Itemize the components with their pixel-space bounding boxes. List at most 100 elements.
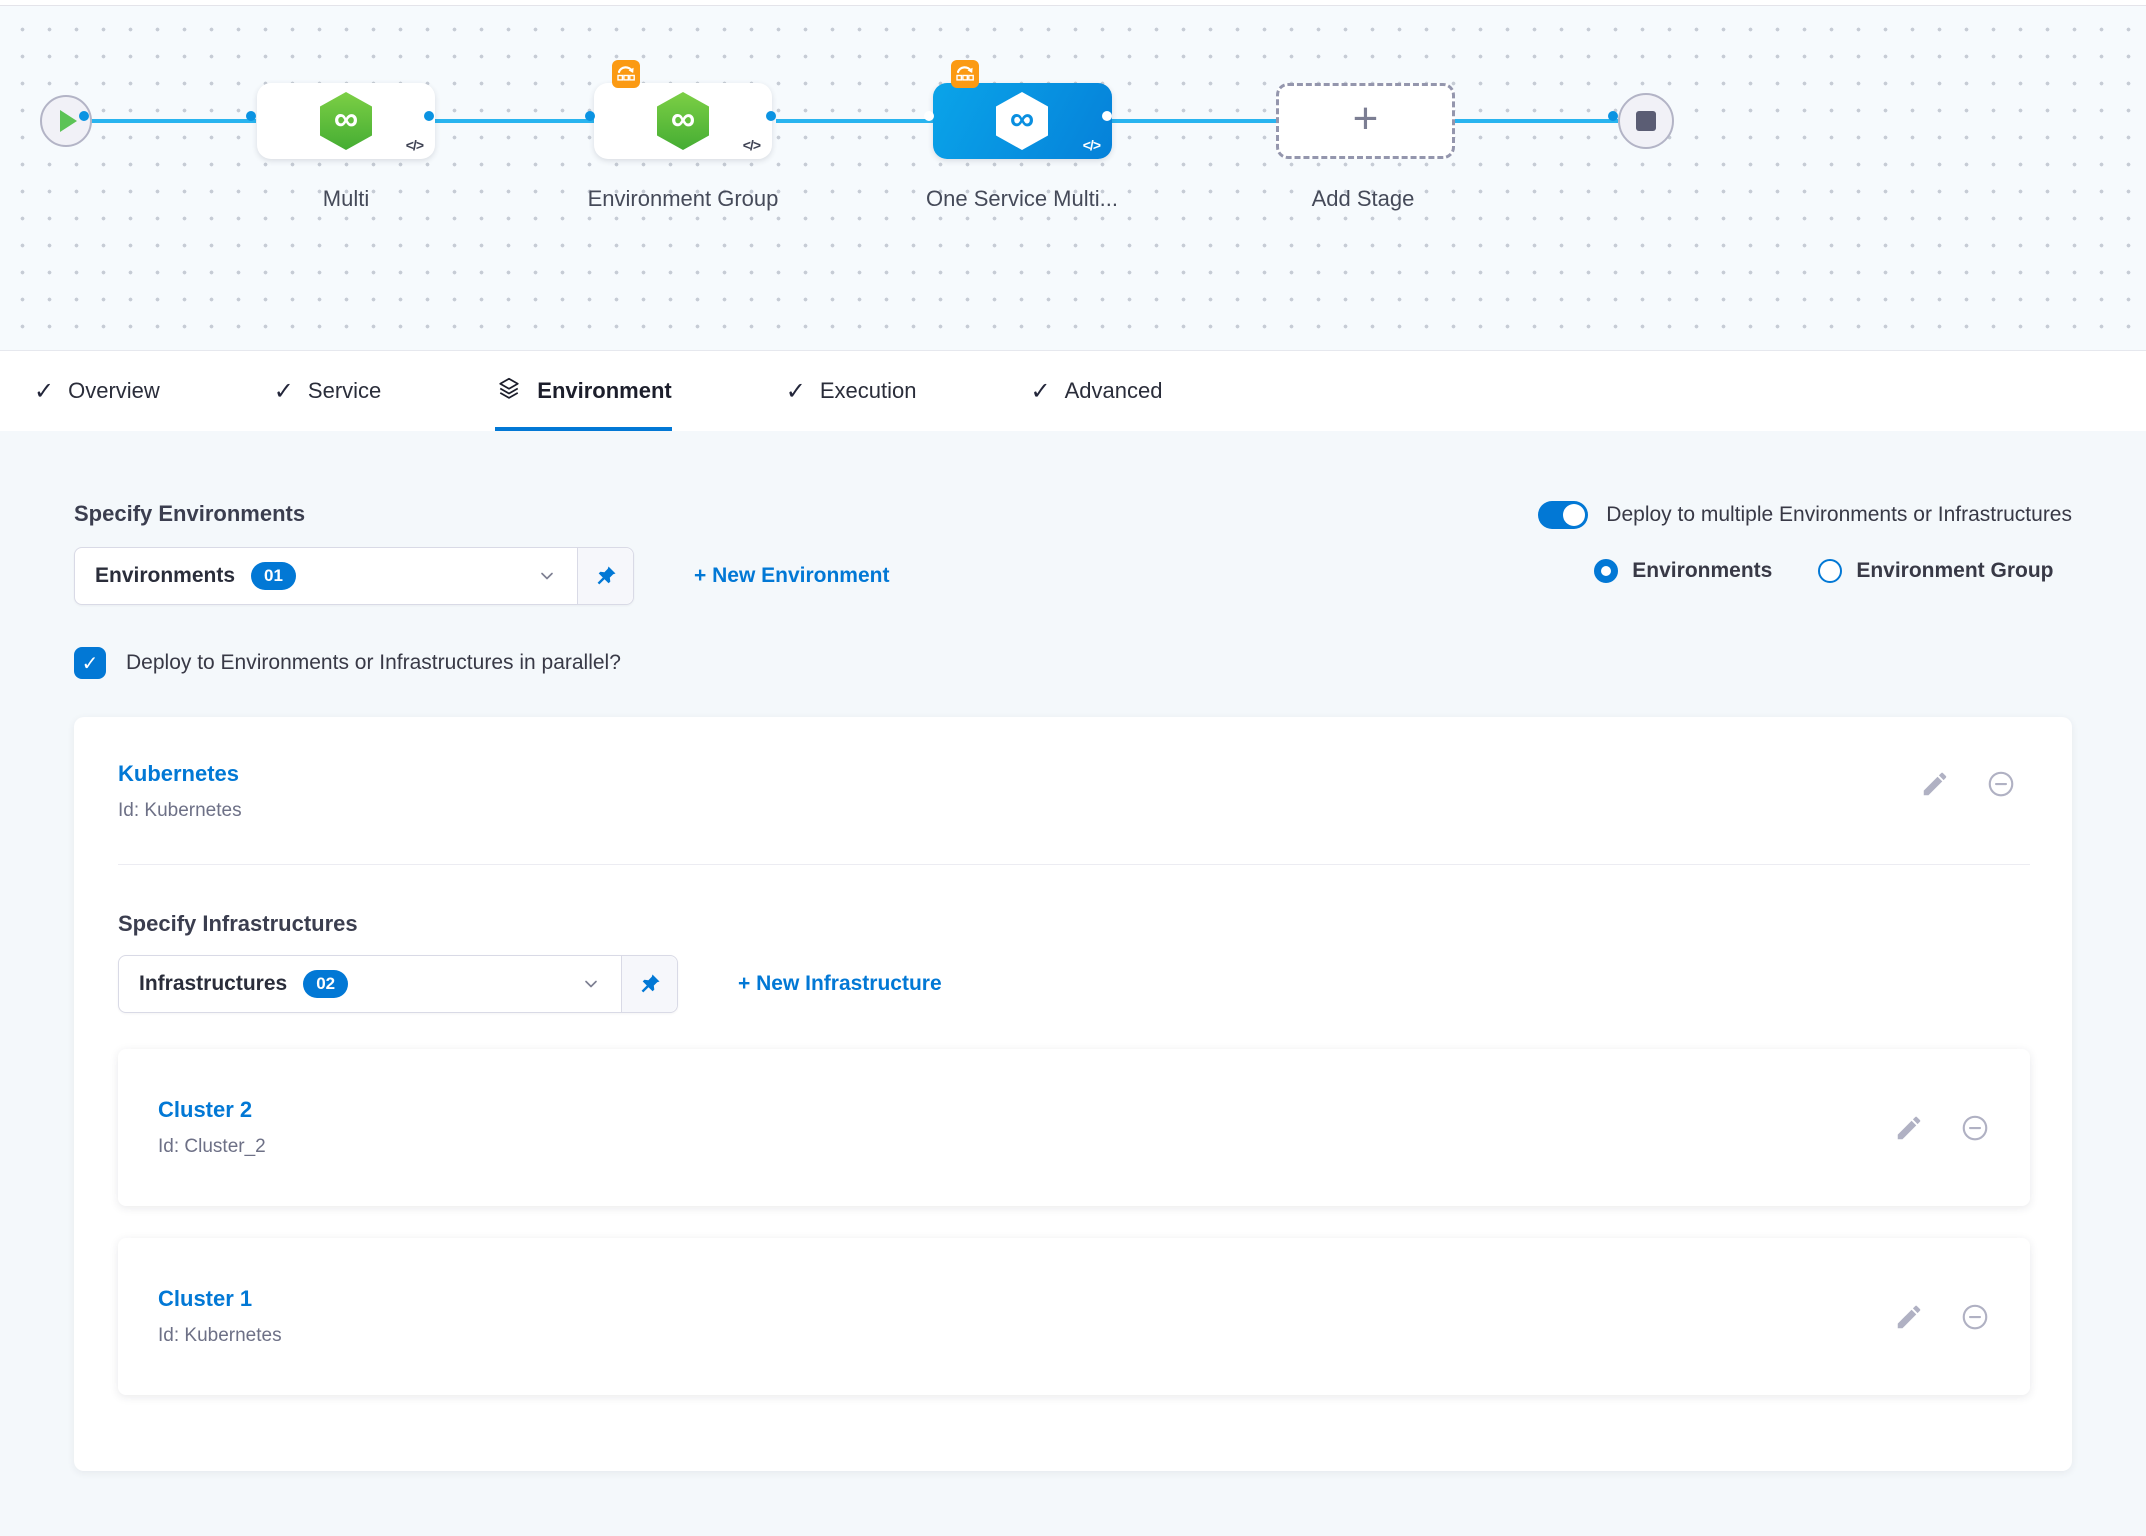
infinity-glyph: ∞: [1009, 100, 1035, 138]
add-stage-button[interactable]: +: [1276, 83, 1455, 159]
pipeline-edge: [434, 119, 595, 123]
stage-node-multi[interactable]: ∞ </>: [257, 83, 435, 159]
infrastructure-id: Id: Kubernetes: [158, 1325, 282, 1346]
remove-infrastructure-button[interactable]: [1960, 1113, 1990, 1143]
add-stage-label: Add Stage: [1311, 186, 1415, 211]
stage-label-environment-group: Environment Group: [587, 186, 779, 211]
code-view-icon[interactable]: </>: [742, 137, 761, 153]
pipeline-edge: [776, 119, 934, 123]
specify-infrastructures-heading: Specify Infrastructures: [118, 911, 358, 936]
connector-port: [79, 111, 89, 121]
tab-overview-label: Overview: [68, 378, 160, 403]
stage-tabbar: ✓ Overview ✓ Service Environment ✓ Execu…: [0, 351, 2146, 431]
deploy-parallel-label: Deploy to Environments or Infrastructure…: [126, 651, 621, 674]
stage-label-one-service-multi: One Service Multi...: [926, 186, 1118, 211]
environments-select: Environments 01: [74, 547, 634, 605]
minus-circle-icon: [1962, 1304, 1988, 1329]
connector-port: [1608, 111, 1618, 121]
environment-layers-icon: [495, 375, 523, 403]
tab-advanced-label: Advanced: [1064, 378, 1163, 403]
connector-port: [246, 111, 256, 121]
pencil-icon: [1923, 772, 1947, 796]
tab-service-label: Service: [307, 378, 382, 403]
toggle-knob: [1563, 504, 1586, 526]
infrastructure-name-link[interactable]: Cluster 1: [158, 1286, 253, 1311]
stage-node-environment-group[interactable]: ∞ </>: [594, 83, 772, 159]
radio-environment-group-label: Environment Group: [1856, 559, 2054, 582]
rolling-strategy-badge-icon: [612, 60, 640, 88]
pushpin-icon: [641, 974, 659, 993]
edit-infrastructure-button[interactable]: [1894, 1302, 1924, 1332]
cd-stage-icon: ∞: [996, 92, 1048, 150]
remove-environment-button[interactable]: [1986, 769, 2016, 799]
environment-id: Id: Kubernetes: [118, 800, 242, 821]
infrastructure-card: Cluster 1 Id: Kubernetes: [118, 1238, 2030, 1395]
radio-unselected-icon: [1818, 559, 1843, 583]
pin-infrastructures-button[interactable]: [621, 956, 677, 1012]
play-icon: [60, 110, 77, 132]
tab-environment[interactable]: Environment: [495, 351, 672, 431]
tab-advanced[interactable]: ✓ Advanced: [1030, 351, 1162, 431]
deploy-parallel-checkbox[interactable]: ✓: [74, 647, 106, 679]
infrastructures-select-trigger[interactable]: Infrastructures 02: [119, 956, 621, 1012]
connector-port: [766, 111, 776, 121]
cd-stage-icon: ∞: [657, 92, 709, 150]
environment-card-kubernetes: Kubernetes Id: Kubernetes Specify Infras…: [74, 717, 2072, 1471]
card-divider: [118, 864, 2030, 865]
environments-select-trigger[interactable]: Environments 01: [75, 548, 577, 604]
edit-environment-button[interactable]: [1920, 769, 1950, 799]
infinity-glyph: ∞: [333, 100, 359, 138]
minus-circle-icon: [1988, 771, 2014, 797]
remove-infrastructure-button[interactable]: [1960, 1302, 1990, 1332]
tab-service[interactable]: ✓ Service: [274, 351, 381, 431]
pin-environments-button[interactable]: [577, 548, 633, 604]
cd-stage-icon: ∞: [320, 92, 372, 150]
connector-port: [424, 111, 434, 121]
pipeline-canvas[interactable]: ∞ </> Multi ∞ </> Environment Group ∞ </…: [0, 6, 2146, 351]
pipeline-edge: [89, 119, 256, 123]
environment-name-link[interactable]: Kubernetes: [118, 761, 240, 786]
infrastructures-select-value: Infrastructures: [139, 972, 288, 995]
radio-selected-icon: [1594, 559, 1619, 583]
check-icon: ✓: [785, 377, 806, 405]
pushpin-icon: [597, 566, 615, 585]
code-view-icon[interactable]: </>: [405, 137, 424, 153]
environment-tab-content: Specify Environments Environments 01: [0, 431, 2146, 1471]
connector-port: [1102, 111, 1112, 121]
infinity-glyph: ∞: [670, 100, 696, 138]
chevron-down-icon: [581, 974, 601, 994]
tab-execution[interactable]: ✓ Execution: [786, 351, 917, 431]
tab-overview[interactable]: ✓ Overview: [34, 351, 160, 431]
connector-port: [924, 111, 934, 121]
tab-execution-label: Execution: [819, 378, 917, 403]
pipeline-end-node[interactable]: [1618, 93, 1674, 149]
infrastructure-title-block: Cluster 1 Id: Kubernetes: [158, 1286, 282, 1347]
radio-environment-group[interactable]: Environment Group: [1818, 559, 2054, 583]
radio-environments[interactable]: Environments: [1594, 559, 1772, 583]
pipeline-start-node[interactable]: [40, 95, 92, 147]
infrastructure-name-link[interactable]: Cluster 2: [158, 1097, 253, 1122]
chevron-down-icon: [537, 566, 557, 586]
tab-environment-label: Environment: [537, 378, 672, 403]
stage-node-one-service-multi-selected[interactable]: ∞ </>: [933, 83, 1112, 159]
code-view-icon[interactable]: </>: [1082, 137, 1101, 153]
rolling-strategy-badge-icon: [951, 60, 979, 88]
environment-title-block: Kubernetes Id: Kubernetes: [118, 761, 242, 822]
new-infrastructure-link[interactable]: + New Infrastructure: [738, 972, 942, 995]
stage-label-multi: Multi: [322, 186, 370, 211]
stop-icon: [1636, 111, 1656, 131]
deploy-multiple-block: Deploy to multiple Environments or Infra…: [1538, 501, 2072, 583]
infrastructure-card: Cluster 2 Id: Cluster_2: [118, 1049, 2030, 1206]
top-strip: [0, 0, 2146, 6]
plus-icon: +: [1352, 94, 1379, 143]
check-icon: ✓: [1030, 377, 1051, 405]
deploy-multiple-toggle[interactable]: [1538, 501, 1589, 529]
deploy-multiple-toggle-label: Deploy to multiple Environments or Infra…: [1606, 503, 2072, 526]
check-icon: ✓: [273, 377, 294, 405]
specify-environments-heading: Specify Environments: [74, 501, 306, 526]
infrastructures-select: Infrastructures 02: [118, 955, 678, 1013]
new-environment-link[interactable]: + New Environment: [694, 564, 890, 587]
infrastructure-id: Id: Cluster_2: [158, 1136, 266, 1157]
edit-infrastructure-button[interactable]: [1894, 1113, 1924, 1143]
pencil-icon: [1897, 1116, 1921, 1139]
